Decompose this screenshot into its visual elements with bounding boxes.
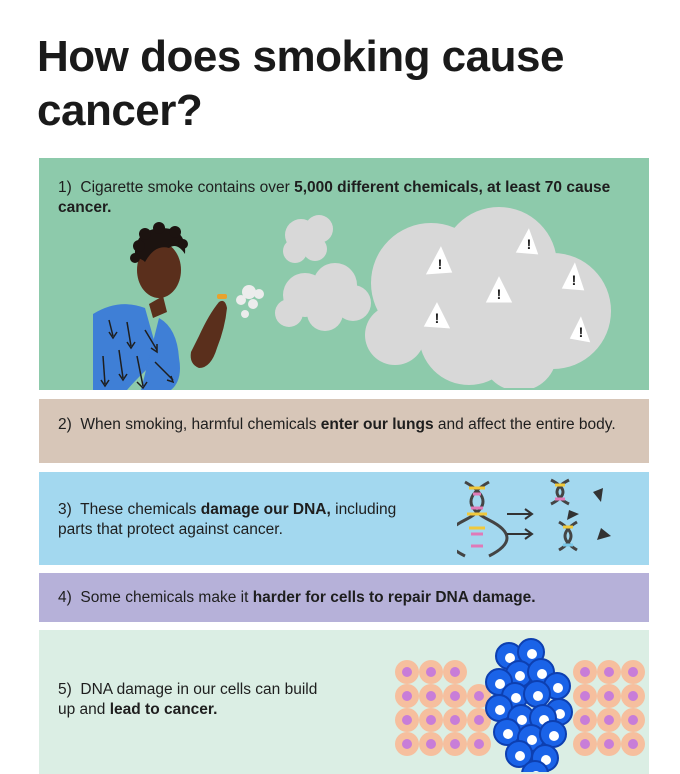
cell-nucleus [628, 691, 638, 701]
cell-nucleus [604, 667, 614, 677]
cancer-cell-nucleus [533, 771, 539, 772]
page-title: How does smoking cause cancer? [37, 32, 564, 135]
cancer-cell-nucleus [515, 671, 525, 681]
cancer-cell-nucleus [495, 705, 505, 715]
smoke-clouds-illustration: ! ! ! ! ! ! [275, 207, 611, 388]
step-5-number: 5) [58, 681, 72, 698]
cell-nucleus [580, 715, 590, 725]
step-1-bold: 5,000 different chemicals, at least 70 c… [58, 179, 611, 216]
dna-helix-icon [457, 480, 509, 558]
smoker-illustration [93, 222, 264, 390]
cell-nucleus [402, 739, 412, 749]
cell-nucleus [426, 715, 436, 725]
cell-nucleus [402, 715, 412, 725]
step-2-number: 2) [58, 416, 72, 433]
cell-nucleus [450, 691, 460, 701]
cancer-cell-nucleus [527, 735, 537, 745]
step-1-panel: 1) Cigarette smoke contains over 5,000 d… [39, 158, 649, 390]
cancer-cell-nucleus [541, 755, 551, 765]
cell-nucleus [604, 691, 614, 701]
warning-triangle-icon [422, 299, 452, 330]
step-3-bold: damage our DNA, [200, 501, 331, 518]
cell-nucleus [604, 715, 614, 725]
warning-symbol: ! [497, 286, 502, 302]
step-4-text: 4) Some chemicals make it harder for cel… [58, 588, 628, 608]
cell-nucleus [426, 739, 436, 749]
arrow-icon [507, 508, 534, 540]
broken-dna-icon [550, 478, 578, 552]
cell-nucleus [628, 715, 638, 725]
step-5-text: 5) DNA damage in our cells can build up … [58, 680, 328, 720]
step-1-text-a: Cigarette smoke contains over [80, 179, 295, 196]
step-2-text-b: and affect the entire body. [433, 416, 616, 433]
cell-nucleus [580, 739, 590, 749]
warning-triangle-icon [568, 313, 592, 344]
warning-triangle-icon [514, 225, 540, 256]
cell-nucleus [580, 691, 590, 701]
warning-symbol: ! [572, 272, 577, 288]
warning-symbol: ! [435, 310, 440, 326]
cell-nucleus [474, 739, 484, 749]
step-4-panel: 4) Some chemicals make it harder for cel… [39, 573, 649, 622]
step-1-number: 1) [58, 179, 72, 196]
warning-triangle-icon [597, 528, 611, 540]
cancer-cell-nucleus [533, 691, 543, 701]
cancer-cell-nucleus [505, 653, 515, 663]
cell-nucleus [450, 739, 460, 749]
cancer-cell-nucleus [549, 731, 559, 741]
step-2-text: 2) When smoking, harmful chemicals enter… [58, 415, 618, 435]
warning-triangle-icon [484, 273, 514, 304]
step-3-text-a: These chemicals [80, 501, 201, 518]
cell-nucleus [604, 739, 614, 749]
cancer-cell-nucleus [515, 751, 525, 761]
warning-symbol: ! [579, 324, 584, 340]
cancer-cell-nucleus [527, 649, 537, 659]
warning-triangle-icon [593, 488, 603, 502]
cancer-cell [521, 760, 549, 772]
cell-nucleus [474, 715, 484, 725]
cell-nucleus [426, 691, 436, 701]
step-3-panel: 3) These chemicals damage our DNA, inclu… [39, 472, 649, 565]
step-2-text-a: When smoking, harmful chemicals [80, 416, 321, 433]
cell-nucleus [426, 667, 436, 677]
step-3-text-b: including parts that protect against can… [58, 501, 397, 538]
cancer-cell-nucleus [555, 709, 565, 719]
step-4-text-a: Some chemicals make it [80, 589, 253, 606]
cell-nucleus [402, 667, 412, 677]
step-3-text: 3) These chemicals damage our DNA, inclu… [58, 500, 428, 540]
cancer-cell-nucleus [495, 679, 505, 689]
cancer-cell-nucleus [553, 683, 563, 693]
step-5-text-a: DNA damage in our cells can build up and [58, 681, 318, 718]
warning-triangle-icon [567, 510, 579, 520]
cell-nucleus [580, 667, 590, 677]
step-2-bold: enter our lungs [320, 416, 434, 433]
warning-triangle-icon [424, 243, 454, 276]
cells-illustration [395, 638, 645, 772]
cell-nucleus [474, 691, 484, 701]
step-4-number: 4) [58, 589, 72, 606]
warning-triangle-icon [560, 259, 586, 292]
cell-nucleus [450, 667, 460, 677]
cell-nucleus [628, 739, 638, 749]
warning-symbol: ! [527, 236, 532, 252]
warning-symbol: ! [438, 256, 443, 272]
step-5-panel: 5) DNA damage in our cells can build up … [39, 630, 649, 774]
cell-nucleus [628, 667, 638, 677]
cell-nucleus [402, 691, 412, 701]
step-4-bold: harder for cells to repair DNA damage. [252, 589, 536, 606]
step-5-bold: lead to cancer. [109, 701, 218, 718]
cancer-cell-nucleus [511, 693, 521, 703]
step-2-panel: 2) When smoking, harmful chemicals enter… [39, 399, 649, 463]
cell-nucleus [450, 715, 460, 725]
cancer-cell-nucleus [503, 729, 513, 739]
step-1-text: 1) Cigarette smoke contains over 5,000 d… [58, 178, 618, 218]
cancer-cell-nucleus [517, 715, 527, 725]
dna-damage-illustration [457, 478, 611, 558]
step-3-number: 3) [58, 501, 72, 518]
cancer-cell-nucleus [537, 669, 547, 679]
